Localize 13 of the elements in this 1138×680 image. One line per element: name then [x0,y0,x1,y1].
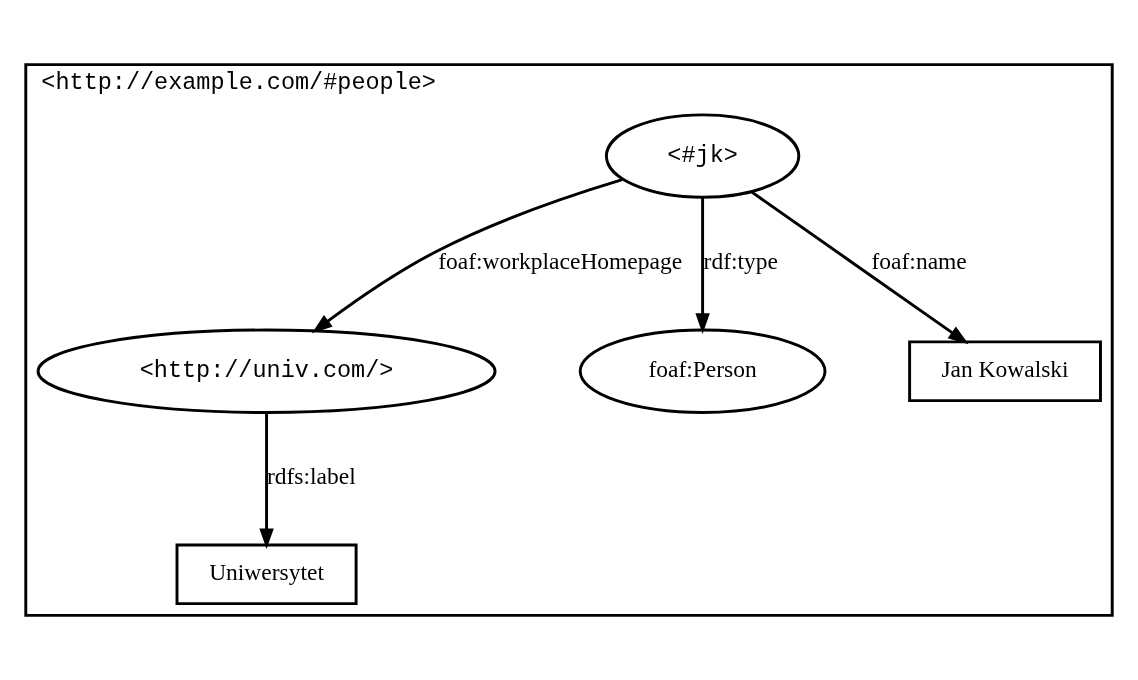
node-ellipse: foaf:Person [578,328,827,414]
edge-label: foaf:name [871,248,967,275]
arrow [259,413,274,550]
arrow [311,178,623,334]
node-ellipse: <http://univ.com/> [36,328,497,414]
node-ellipse: <#jk> [604,113,801,199]
arrow [751,190,969,345]
node-box: Jan Kowalski [908,340,1102,403]
arrow [695,197,710,334]
edge-label: rdfs:label [266,463,356,490]
edge-label: rdf:type [703,248,778,275]
node-box: Uniwersytet [175,543,358,606]
edge-label: foaf:workplaceHomepage [438,248,683,275]
